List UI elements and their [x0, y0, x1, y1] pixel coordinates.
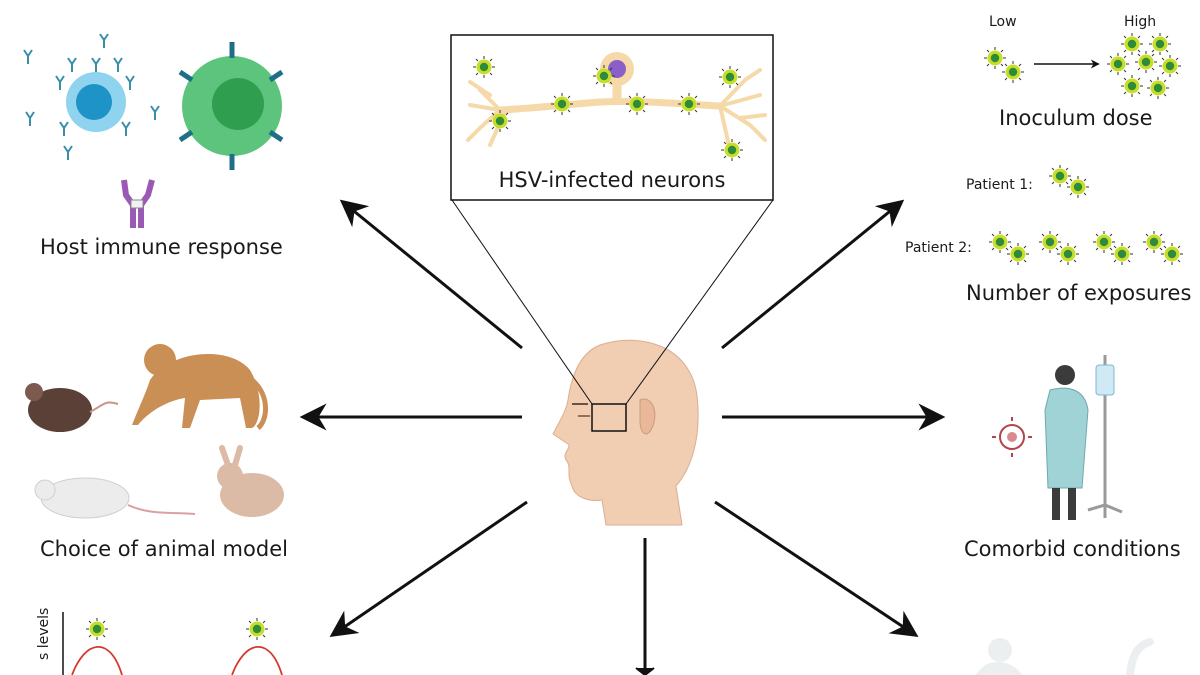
patient-with-iv-illustration [1044, 355, 1123, 520]
virus-levels-graph [62, 612, 283, 675]
neuron-inset-label: HSV-infected neurons [498, 168, 726, 192]
arrow-to-virus-levels [329, 500, 528, 638]
host-immune-response-label: Host immune response [40, 235, 283, 259]
inoculum-high-label: High [1124, 14, 1157, 30]
mouse-illustration [25, 383, 119, 432]
neuron-nucleus [608, 60, 626, 78]
human-head [552, 339, 699, 526]
pathogen-icon [992, 417, 1032, 457]
patient-2-label: Patient 2: [905, 240, 972, 256]
immune-cells-illustration [23, 33, 284, 228]
rat-illustration [34, 477, 196, 519]
arrows [299, 199, 946, 675]
arrow-to-inoculum [721, 199, 905, 350]
inoculum-low-label: Low [989, 14, 1017, 30]
monkey-illustration [132, 344, 268, 430]
number-of-exposures-label: Number of exposures [966, 281, 1192, 305]
zoom-region-box [591, 403, 627, 432]
arrow-to-age [714, 500, 919, 637]
virus-levels-axis-label: s levels [36, 607, 52, 660]
elderly-figures-illustration [975, 638, 1154, 675]
arrow-to-immune [339, 199, 523, 350]
inoculum-dose-label: Inoculum dose [999, 106, 1153, 130]
animal-model-label: Choice of animal model [40, 537, 288, 561]
comorbid-conditions-label: Comorbid conditions [964, 537, 1181, 561]
high-dose-viruses [1106, 32, 1182, 100]
patient-1-label: Patient 1: [966, 177, 1033, 193]
rabbit-illustration [217, 445, 284, 517]
